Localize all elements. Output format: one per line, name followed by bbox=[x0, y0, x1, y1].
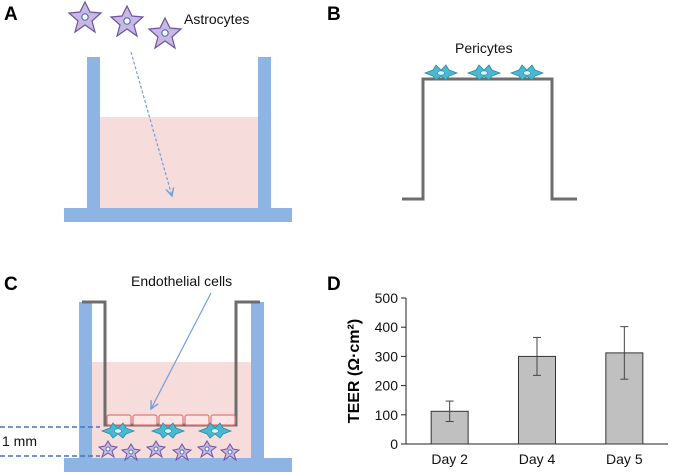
well-wall-right-a bbox=[258, 57, 271, 212]
well-wall-left-c bbox=[79, 302, 92, 460]
well-wall-right-c bbox=[251, 302, 264, 460]
bar bbox=[605, 352, 644, 445]
culture-well-c bbox=[64, 302, 292, 472]
endothelial-cell bbox=[106, 414, 132, 426]
gap-scale-label: 1 mm bbox=[2, 433, 37, 449]
well-base-c bbox=[64, 458, 292, 472]
panel-label-c: C bbox=[4, 274, 18, 295]
panel-label-a: A bbox=[4, 4, 18, 25]
x-tick-label: Day 2 bbox=[431, 451, 468, 467]
panel-a: A Astrocytes bbox=[4, 1, 292, 222]
panel-label-b: B bbox=[327, 4, 341, 25]
y-tick-label: 300 bbox=[375, 348, 399, 364]
pericytes-label: Pericytes bbox=[455, 40, 513, 56]
y-tick-label: 400 bbox=[375, 319, 399, 335]
y-tick-label: 500 bbox=[375, 290, 399, 306]
astrocyte-cell bbox=[148, 17, 182, 49]
gap-indicator: 1 mm bbox=[0, 426, 100, 457]
panel-b: B Pericytes bbox=[327, 4, 577, 201]
astrocyte-cell bbox=[110, 5, 144, 37]
well-base-a bbox=[64, 208, 292, 222]
culture-medium-a bbox=[100, 117, 258, 208]
culture-medium-c bbox=[92, 362, 251, 458]
astrocytes-label: Astrocytes bbox=[184, 11, 249, 27]
y-tick-label: 0 bbox=[390, 436, 398, 452]
x-tick-label: Day 5 bbox=[606, 451, 643, 467]
astrocyte-cells bbox=[68, 1, 182, 49]
y-axis-title: TEER (Ω·cm²) bbox=[346, 319, 363, 423]
panel-c: C Endothelial bbox=[0, 273, 292, 472]
x-tick-label: Day 4 bbox=[519, 451, 556, 467]
culture-well-a bbox=[64, 57, 292, 222]
well-wall-left-a bbox=[87, 57, 100, 212]
inverted-insert-b bbox=[402, 77, 577, 201]
endothelial-arrow bbox=[151, 292, 212, 409]
endothelial-label: Endothelial cells bbox=[131, 273, 232, 289]
y-tick-label: 100 bbox=[375, 407, 399, 423]
endothelial-layer bbox=[106, 414, 236, 426]
endothelial-cell bbox=[210, 414, 236, 426]
endothelial-cell bbox=[132, 414, 158, 426]
endothelial-cell bbox=[184, 414, 210, 426]
panel-label-d: D bbox=[327, 274, 341, 295]
astrocyte-cell bbox=[68, 1, 102, 33]
y-tick-label: 200 bbox=[375, 378, 399, 394]
